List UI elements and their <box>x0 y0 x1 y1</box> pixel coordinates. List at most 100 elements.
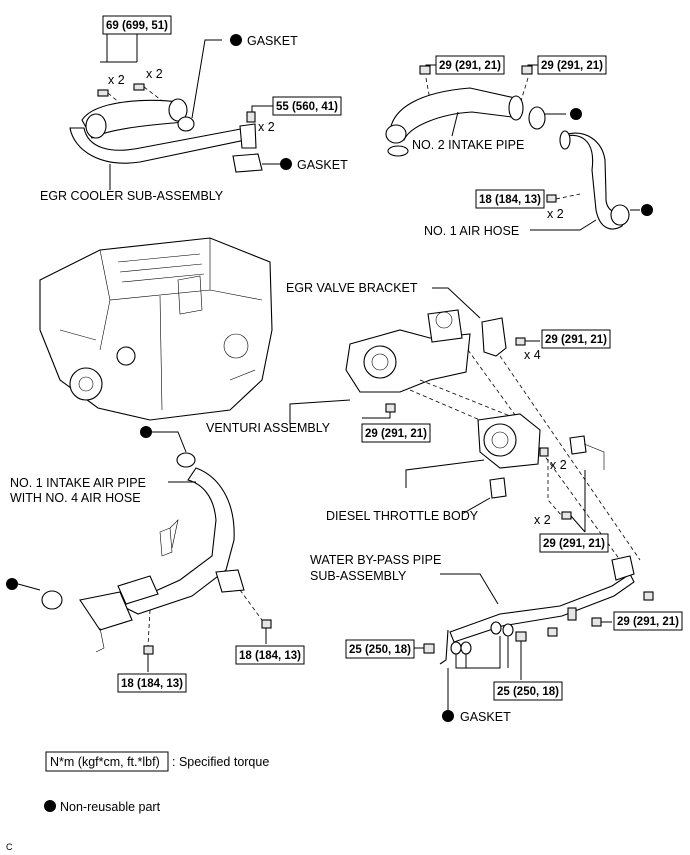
water-bypass-leader <box>440 573 499 605</box>
bracket-leader <box>432 287 481 319</box>
union-bolt-icon <box>515 631 527 642</box>
bolt-icon <box>591 617 602 627</box>
pipe-end-right <box>508 95 524 121</box>
egr-cooler-group: 69 (699, 51) x 2 x 2 GASKET GASKET 55 (5… <box>40 15 348 203</box>
water-bypass-pipe-end <box>439 629 449 665</box>
union-gasket <box>490 621 502 635</box>
torque-box-18-hose <box>475 189 545 209</box>
engine-head-fins <box>117 253 205 283</box>
legend-nonreusable: Non-reusable part <box>60 800 161 814</box>
egr-cooler-label: EGR COOLER SUB-ASSEMBLY <box>40 189 224 203</box>
footer-code: C <box>6 842 13 852</box>
torque-29-pipe-left: 29 (291, 21) <box>439 60 501 72</box>
torque-box-18-pipe-mid <box>235 645 305 665</box>
water-bypass-pipe-part <box>449 573 635 643</box>
egr-valve-bracket-label: EGR VALVE BRACKET <box>286 281 418 295</box>
intake-pipe-bracket <box>117 575 159 605</box>
hose-end-upper <box>559 130 571 150</box>
torque-box-18-pipe-bottom <box>117 673 187 693</box>
venturi-bore <box>363 345 397 379</box>
engine-boss <box>223 333 249 359</box>
pipe-clamp-left <box>387 145 409 157</box>
water-bypass-label-line2: SUB-ASSEMBLY <box>310 569 407 583</box>
hose-clamp-bottom <box>41 590 63 610</box>
engine-pulley-small <box>116 346 136 366</box>
engine-pulley <box>69 367 103 401</box>
egr-valve-top <box>435 311 453 329</box>
throttle-body-group: x 2 x 2 29 (291, 21) DIESEL THROTTLE BOD… <box>326 413 609 553</box>
intake-pipe-sensor-wire <box>95 627 105 653</box>
gasket-top-leader <box>191 39 222 119</box>
venturi-leader <box>289 399 351 424</box>
diesel-throttle-label: DIESEL THROTTLE BODY <box>326 509 479 523</box>
legend-torque-units: N*m (kgf*cm, ft.*lbf) <box>50 755 160 769</box>
venturi-group: EGR VALVE BRACKET 29 (291, 21) x 4 29 (2… <box>206 281 641 561</box>
torque-box-29-water <box>613 611 683 631</box>
gasket-mid-label: GASKET <box>297 158 348 172</box>
bolt-guide-line <box>555 193 581 200</box>
torque-29-throttle: 29 (291, 21) <box>543 538 605 550</box>
venturi-label: VENTURI ASSEMBLY <box>206 421 331 435</box>
union-gasket <box>460 641 472 655</box>
legend-torque-description: : Specified torque <box>172 755 269 769</box>
egr-multiplier-right: x 2 <box>146 67 163 81</box>
nonreusable-icon <box>570 108 582 120</box>
bolt-icon <box>143 645 154 655</box>
venturi-bore-inner <box>371 353 389 371</box>
bolt-icon <box>546 194 557 203</box>
intake-pipe-flange <box>215 569 245 593</box>
egr-outlet-flange <box>239 123 257 149</box>
torque-box-29-bracket <box>541 329 611 349</box>
gasket-top-part <box>177 116 195 132</box>
throttle-bore <box>483 423 517 457</box>
bolt-icon <box>521 65 533 75</box>
bolt-icon <box>97 89 109 97</box>
bolt-icon <box>561 511 572 520</box>
union-gasket <box>502 623 514 637</box>
union-bolt-icon <box>423 643 435 654</box>
bolt-icon <box>547 627 558 637</box>
bracket-multiplier: x 4 <box>524 348 541 362</box>
intake-connector <box>159 527 173 557</box>
gasket-group-leader <box>455 636 509 669</box>
bolt-guide-line <box>239 589 263 621</box>
no1-intake-air-pipe-part <box>120 467 235 615</box>
torque-29-bracket: 29 (291, 21) <box>545 334 607 346</box>
bolt-icon <box>515 337 526 346</box>
intake-pipe-group: 29 (291, 21) 29 (291, 21) NO. 2 INTAKE P… <box>385 55 653 238</box>
bolt-icon <box>539 447 549 457</box>
torque-box-29-throttle <box>539 533 609 553</box>
engine-details <box>59 329 256 381</box>
torque-69: 69 (699, 51) <box>106 20 168 32</box>
legend: N*m (kgf*cm, ft.*lbf) : Specified torque… <box>6 751 269 852</box>
clamp-leader <box>17 583 41 591</box>
egr-valve-bracket-part <box>481 317 507 357</box>
no2-intake-pipe-part <box>389 87 521 141</box>
throttle-guide-line <box>547 452 563 517</box>
engine-illustration <box>39 237 273 421</box>
throttle-connector <box>569 435 587 455</box>
torque-25-left: 25 (250, 18) <box>349 644 411 656</box>
water-bypass-group: WATER BY-PASS PIPE SUB-ASSEMBLY 29 (291,… <box>310 553 683 724</box>
bolt-icon <box>643 591 654 601</box>
throttle-multiplier-lower: x 2 <box>534 513 551 527</box>
air-hose-multiplier: x 2 <box>547 207 564 221</box>
torque-29-pipe-right: 29 (291, 21) <box>541 60 603 72</box>
torque-55: 55 (560, 41) <box>276 101 338 113</box>
union-gasket <box>450 641 462 655</box>
nonreusable-icon <box>6 578 18 590</box>
hose-clamp-top <box>176 452 196 468</box>
torque-29-venturi: 29 (291, 21) <box>365 428 427 440</box>
bolt-icon <box>246 111 256 123</box>
legend-torque-box <box>45 751 169 772</box>
water-pipe-clip <box>567 607 577 621</box>
gasket-bottom-label: GASKET <box>460 710 511 724</box>
torque-box-25-left <box>345 639 415 659</box>
bolt-icon <box>385 403 396 413</box>
torque-18-pipe-mid: 18 (184, 13) <box>239 650 301 662</box>
gasket-top-label: GASKET <box>247 34 298 48</box>
torque-box-29-venturi <box>361 423 431 443</box>
bolt-icon <box>133 83 145 91</box>
egr-flange-left <box>85 113 107 139</box>
